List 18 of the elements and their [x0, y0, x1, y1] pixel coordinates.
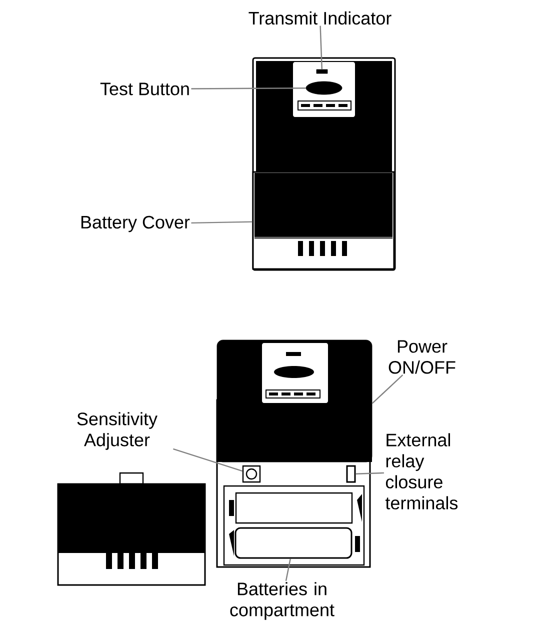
- terminal-block: [346, 465, 356, 483]
- callout-label: Sensitivity Adjuster: [77, 412, 158, 450]
- leader-line: [320, 26, 323, 70]
- leader-line: [191, 221, 252, 224]
- callout-label: Batteries in compartment: [230, 582, 334, 620]
- callout-label: External relay closure terminals: [385, 433, 458, 510]
- leader-line: [191, 88, 306, 90]
- leader-line: [356, 472, 384, 474]
- callout-label: Battery Cover: [81, 216, 190, 232]
- callout-label: Transmit Indicator: [248, 11, 392, 25]
- battery: [234, 527, 352, 559]
- test-button: [306, 81, 342, 95]
- callout-label: Test Button: [100, 82, 189, 96]
- leader-line: [372, 374, 404, 404]
- leader-line: [285, 558, 291, 582]
- callout-label: Power ON/OFF: [388, 340, 456, 374]
- indicator-light: [316, 69, 328, 74]
- leader-line: [173, 448, 243, 472]
